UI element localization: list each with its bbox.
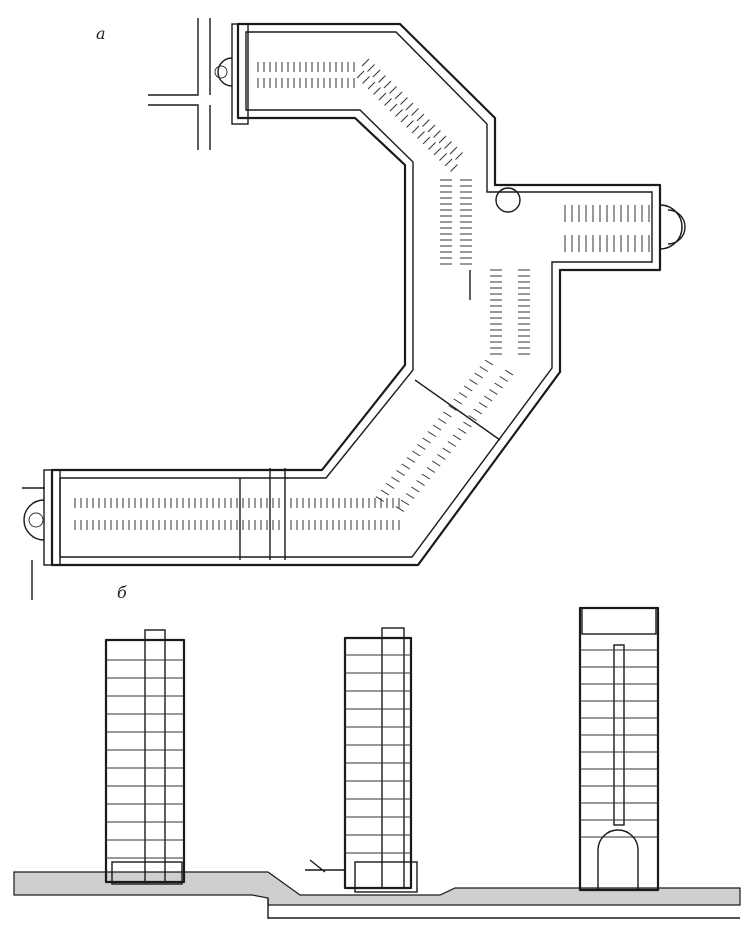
drawing-line — [449, 146, 458, 155]
drawing-line — [389, 86, 397, 94]
drawing-line — [458, 392, 468, 398]
drawing-line — [431, 460, 441, 467]
drawing-line — [395, 109, 403, 117]
street-lines-top — [148, 18, 211, 150]
building-outline-outer — [50, 22, 662, 567]
drawing-line — [378, 75, 386, 83]
drawing-line — [438, 135, 447, 144]
drawing-line — [367, 81, 376, 90]
drawing-line — [433, 147, 442, 156]
drawing-line — [432, 424, 442, 431]
entry-top-left — [214, 23, 249, 125]
drawing-line — [489, 389, 498, 395]
drawing-line — [367, 64, 375, 72]
drawing-line — [421, 473, 431, 480]
drawing-line — [372, 69, 381, 78]
drawing-line — [452, 434, 462, 441]
drawing-line — [417, 131, 425, 139]
drawing-line — [427, 431, 437, 437]
drawing-line — [384, 98, 392, 106]
drawing-line — [401, 463, 411, 470]
drawing-line — [479, 366, 489, 372]
drawing-line — [474, 372, 483, 379]
drawing-line — [473, 408, 483, 415]
figure-label-b: б — [117, 583, 127, 602]
drawing-line — [444, 141, 452, 149]
drawing-line — [417, 444, 426, 450]
drawing-line — [411, 125, 420, 134]
drawing-line — [443, 411, 452, 418]
drawing-line — [394, 91, 403, 100]
drawing-line — [442, 447, 451, 454]
drawing-line — [463, 421, 472, 428]
drawing-line — [405, 102, 414, 111]
tower-2 — [305, 627, 418, 893]
drawing-line — [469, 379, 478, 385]
drawing-line — [380, 489, 390, 496]
drawing-line — [439, 153, 447, 161]
drawing-line — [437, 454, 446, 460]
drawing-line — [422, 119, 430, 127]
drawing-line — [356, 70, 365, 79]
drawing-line — [457, 428, 467, 434]
drawing-line — [378, 92, 387, 101]
drawing-line — [455, 152, 463, 160]
drawing-line — [400, 499, 410, 506]
drawing-line — [453, 398, 463, 405]
drawing-line — [395, 506, 405, 512]
drawing-line — [389, 103, 398, 112]
drawing-line — [391, 476, 400, 483]
drawing-line — [375, 496, 385, 502]
drawing-line — [361, 58, 370, 67]
drawing-line — [447, 441, 457, 447]
drawing-line — [428, 142, 436, 150]
drawing-line — [416, 113, 425, 122]
drawing-line — [406, 457, 416, 463]
drawing-line — [450, 164, 458, 172]
entry-bottom-left — [23, 469, 61, 566]
drawing-line — [406, 120, 414, 128]
drawing-line — [463, 385, 473, 392]
drawing-line — [427, 124, 436, 133]
drawing-line — [416, 480, 425, 486]
drawing-line — [426, 467, 436, 473]
building-outline-inner — [59, 31, 653, 558]
drawing-line — [362, 76, 370, 84]
drawing-line — [433, 130, 441, 138]
drawing-line — [411, 108, 419, 116]
drawing-line — [499, 376, 509, 382]
figure-label-a: a — [96, 24, 106, 43]
drawing-line — [396, 470, 405, 476]
tower-1 — [104, 629, 186, 885]
drawing-line — [448, 405, 457, 411]
drawing-line — [385, 483, 395, 489]
drawing-line — [405, 493, 415, 499]
entry-right — [659, 204, 686, 250]
drawing-line — [373, 87, 381, 95]
drawing-line — [411, 486, 420, 493]
drawing-line — [422, 437, 431, 444]
drawing-line — [444, 158, 453, 167]
drawing-line — [422, 136, 431, 145]
ramp-circle — [495, 187, 521, 213]
drawing-line — [400, 97, 408, 105]
drawing-line — [483, 395, 493, 402]
drawing-line — [383, 80, 392, 89]
section-views — [13, 606, 741, 919]
drawing-line — [484, 359, 494, 366]
drawing-line — [400, 114, 409, 123]
tower-3 — [578, 606, 660, 892]
drawing-line — [437, 418, 447, 424]
ground-left — [13, 871, 741, 906]
drawing-line — [478, 402, 488, 408]
drawing-line — [411, 450, 421, 457]
drawing-line — [494, 382, 503, 389]
parking-stalls — [74, 58, 650, 530]
floor-plan — [22, 18, 686, 600]
drawing-line — [468, 415, 477, 421]
drawing-line — [504, 369, 514, 376]
street-lines-bottom — [22, 487, 45, 600]
